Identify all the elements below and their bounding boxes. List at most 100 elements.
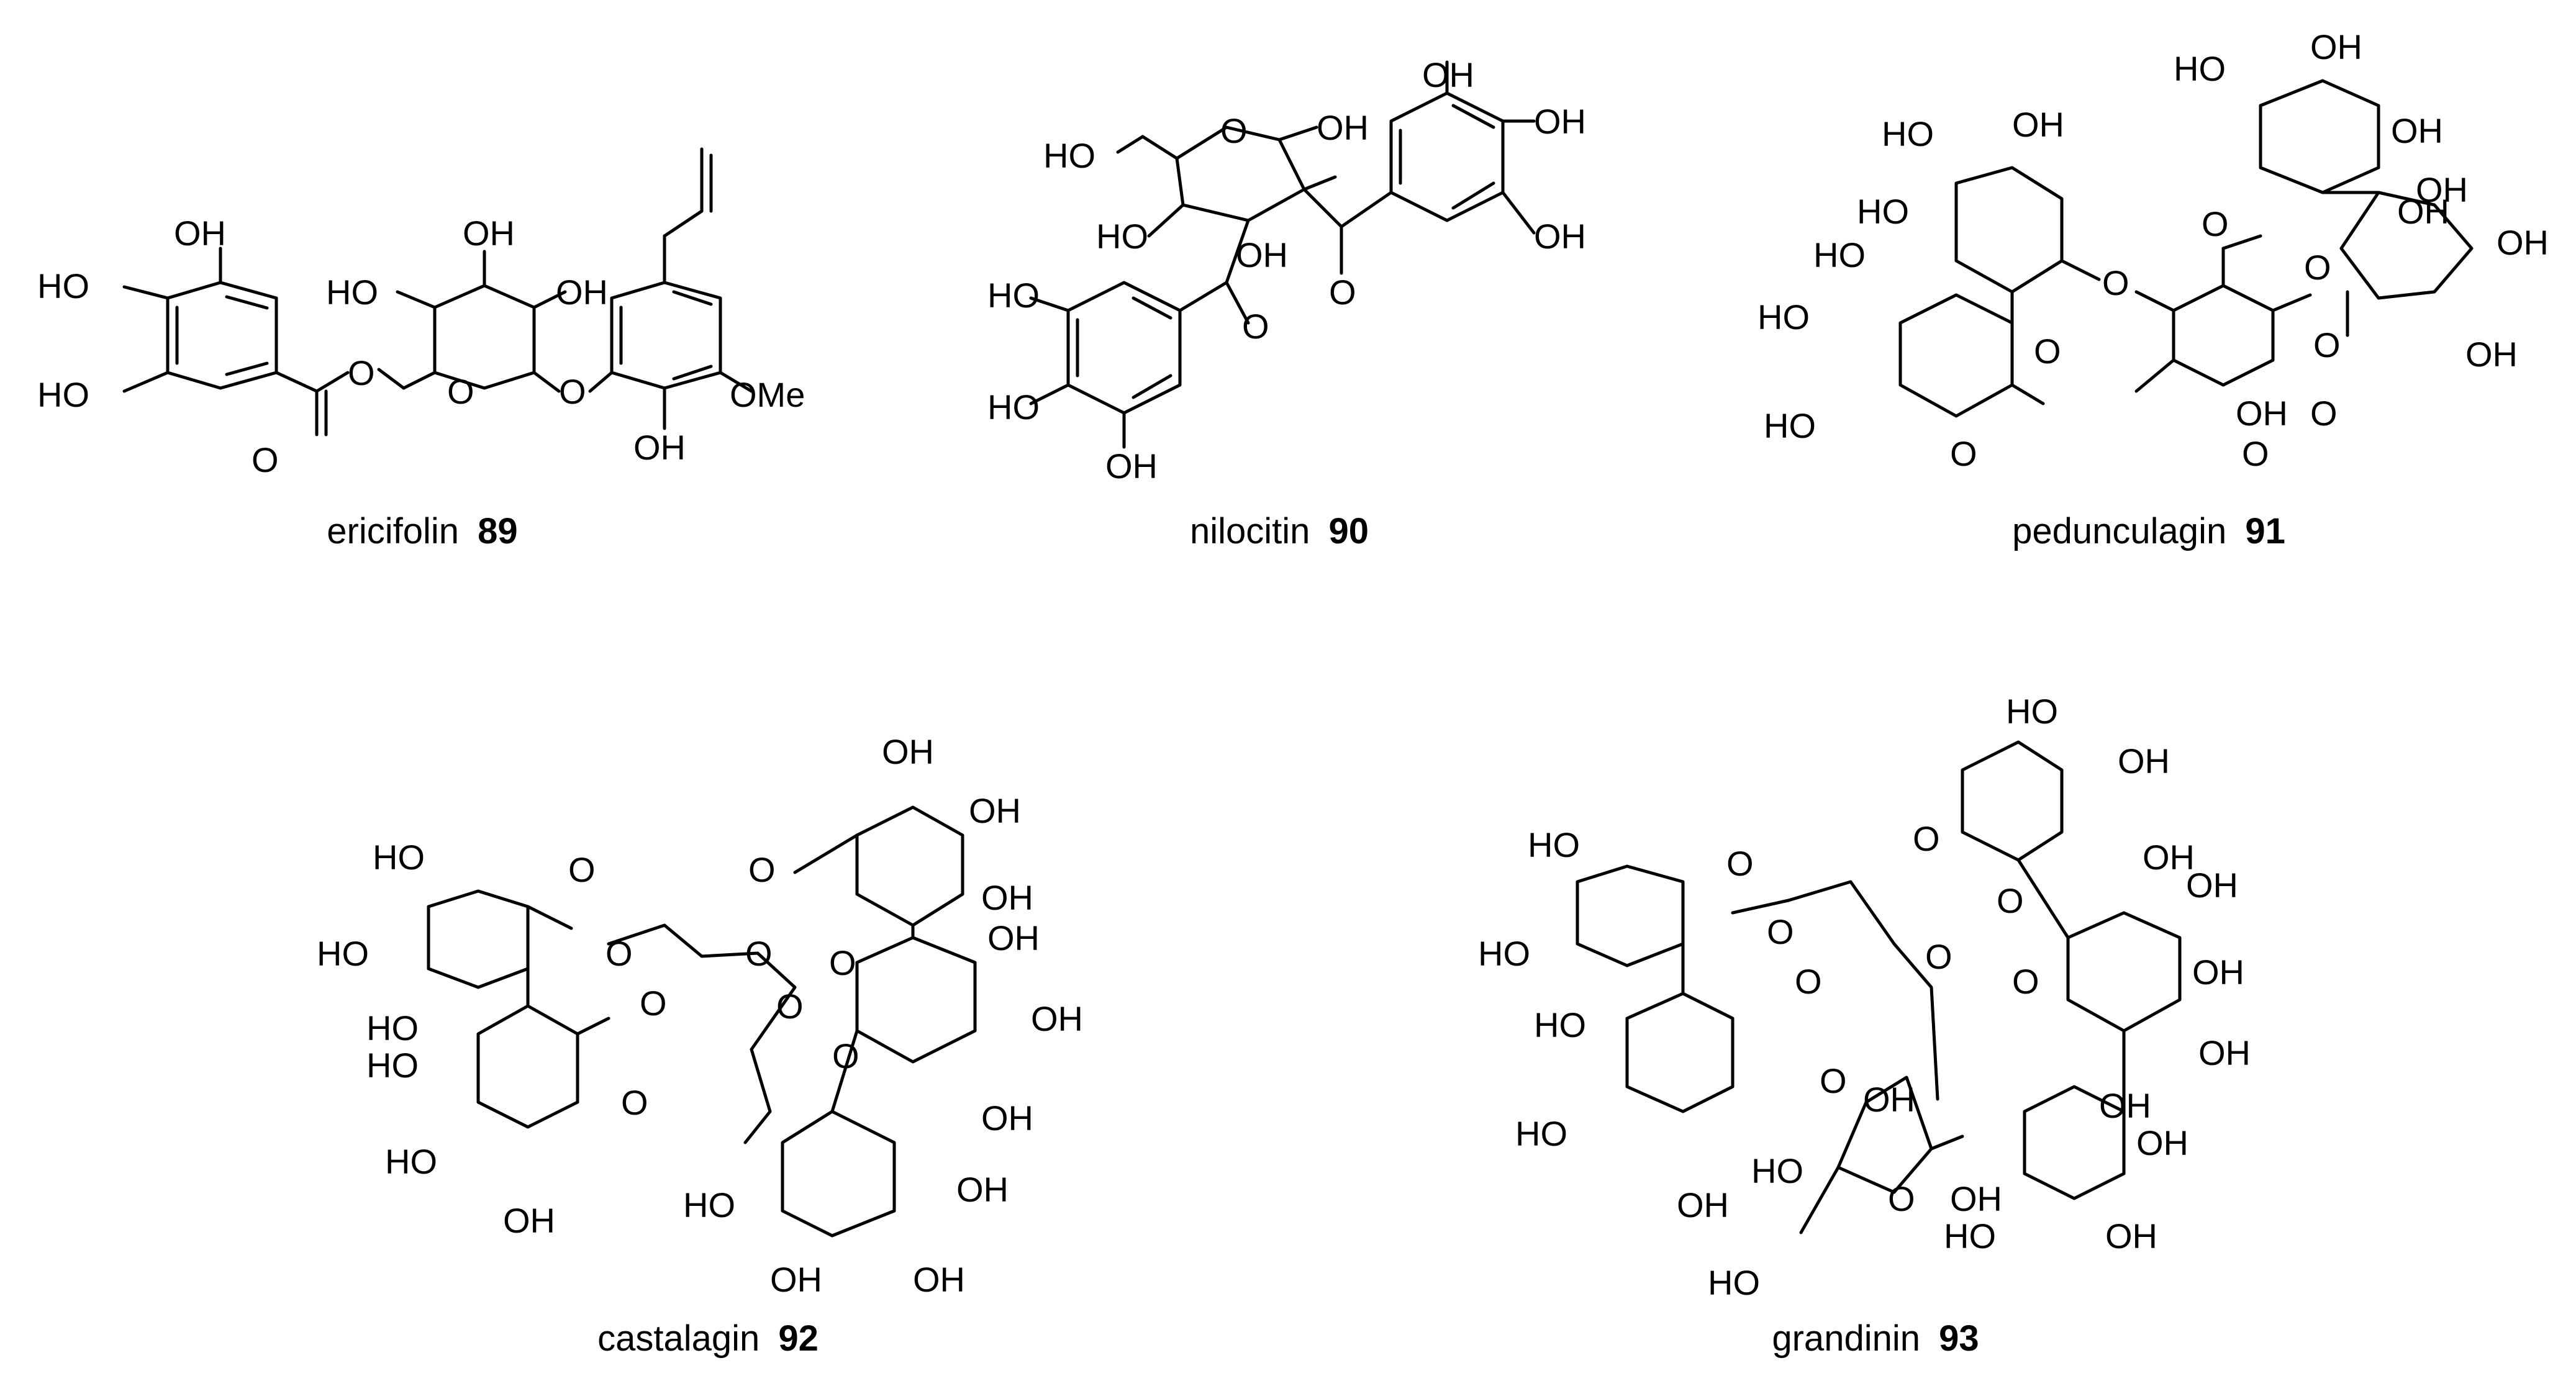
atom-label: HO xyxy=(987,387,1040,427)
atom-label: OH xyxy=(1422,55,1474,94)
atom-label: HO xyxy=(1751,1151,1803,1190)
atom-label: O xyxy=(605,934,633,973)
atom-label: O xyxy=(1329,273,1356,312)
atom-label: HO xyxy=(987,276,1040,315)
atom-label: OH xyxy=(2198,1033,2251,1072)
atom-label: O xyxy=(776,987,804,1026)
compound-number: 89 xyxy=(478,511,518,551)
atom-label: OH xyxy=(2136,1123,2188,1162)
atom-label: HO xyxy=(683,1185,735,1225)
atom-label: OH xyxy=(956,1170,1009,1209)
atom-label: O xyxy=(2102,263,2129,302)
compound-castalagin: OH OH OH HO HO HO OH OH HO OH OH OH OH O… xyxy=(317,732,1083,1359)
atom-label: OH xyxy=(1105,446,1158,486)
atom-label: O xyxy=(829,943,856,982)
compound-ericifolin: OH HO HO OH HO OH OMe OH O O O O ericifo… xyxy=(37,147,805,551)
atom-label: OH xyxy=(2192,953,2244,992)
atom-label: O xyxy=(1220,111,1248,150)
atom-label: O xyxy=(252,440,279,479)
atom-label: OH xyxy=(174,214,226,253)
atom-label: HO xyxy=(1944,1216,1996,1256)
atom-label: O xyxy=(348,353,375,392)
atom-label: O xyxy=(2313,325,2341,364)
atom-label: HO xyxy=(366,1046,419,1085)
atom-label: O xyxy=(1950,434,1977,473)
atom-label: HO xyxy=(1478,934,1530,973)
compound-name: pedunculagin xyxy=(2012,511,2226,551)
compound-caption: castalagin 92 xyxy=(597,1318,819,1359)
atom-label: OH xyxy=(503,1201,555,1240)
atom-label: O xyxy=(748,850,776,889)
atom-label: HO xyxy=(1757,297,1810,337)
compound-grandinin: HO OH OH OH HO HO OH HO OH OH OH HO OH H… xyxy=(1478,692,2251,1359)
compound-number: 92 xyxy=(778,1318,819,1359)
atom-label: OH xyxy=(981,1098,1033,1138)
atom-label: O xyxy=(2034,332,2061,371)
atom-label: HO xyxy=(1764,406,1816,445)
atom-label: HO xyxy=(1534,1005,1586,1044)
atom-label: HO xyxy=(37,375,89,414)
compound-caption: nilocitin 90 xyxy=(1190,511,1369,551)
atom-label: OH xyxy=(981,878,1033,917)
atom-label: OH xyxy=(1236,235,1288,274)
compound-caption: ericifolin 89 xyxy=(327,511,517,551)
atom-label: O xyxy=(1997,881,2024,920)
atom-label: OH xyxy=(2465,335,2518,374)
atom-label: HO xyxy=(2006,692,2058,731)
compound-name: grandinin xyxy=(1772,1318,1920,1359)
atom-label: HO xyxy=(2174,49,2226,88)
atom-label: O xyxy=(1925,937,1952,976)
atom-label: HO xyxy=(1857,192,1909,231)
compound-pedunculagin: HO OH HO OH HO OH OH OH HO OH HO OH HO O… xyxy=(1757,27,2549,551)
compound-caption: pedunculagin 91 xyxy=(2012,511,2285,551)
atom-label: OH xyxy=(556,273,608,312)
atom-label: OH xyxy=(1950,1179,2002,1218)
atom-label: OH xyxy=(2012,105,2064,144)
compound-name: ericifolin xyxy=(327,511,459,551)
atom-label: OH xyxy=(2416,170,2468,209)
atom-label: O xyxy=(1913,819,1940,858)
atom-label: O xyxy=(2304,248,2331,287)
atom-label: HO xyxy=(1882,114,1934,153)
atom-label: OH xyxy=(2186,866,2238,905)
compound-number: 93 xyxy=(1939,1318,1979,1359)
compound-name: castalagin xyxy=(597,1318,760,1359)
atom-label: O xyxy=(447,372,474,411)
atom-label: HO xyxy=(1096,217,1148,256)
atom-label: O xyxy=(2012,962,2039,1001)
atom-label: HO xyxy=(317,934,369,973)
atom-label: OH xyxy=(2143,838,2195,877)
atom-label: O xyxy=(832,1036,859,1075)
structure-ericifolin xyxy=(122,147,753,437)
atom-label: O xyxy=(1242,307,1269,346)
atom-label: HO xyxy=(37,266,89,306)
atom-label: OH xyxy=(463,214,515,253)
atom-label: O xyxy=(1767,912,1794,951)
atom-label: OMe xyxy=(730,375,805,414)
compound-name: nilocitin xyxy=(1190,511,1310,551)
atom-label: HO xyxy=(1528,825,1580,864)
atom-label: OH xyxy=(1031,999,1083,1038)
atom-label: HO xyxy=(1515,1114,1567,1153)
atom-label: OH xyxy=(770,1260,822,1299)
atom-label: OH xyxy=(2118,741,2170,781)
atom-label: HO xyxy=(326,273,378,312)
compound-caption: grandinin 93 xyxy=(1772,1318,1979,1359)
atom-label: HO xyxy=(385,1142,437,1181)
atom-label: O xyxy=(640,984,667,1023)
atom-label: O xyxy=(1795,962,1822,1001)
atom-label: OH xyxy=(969,791,1021,830)
atom-label: OH xyxy=(1534,217,1586,256)
structure-castalagin xyxy=(427,805,977,1238)
atom-label: O xyxy=(1888,1179,1915,1218)
atom-label: OH xyxy=(987,918,1040,958)
structure-grandinin xyxy=(1576,740,2182,1234)
atom-label: OH xyxy=(1534,102,1586,141)
structure-pedunculagin xyxy=(1898,79,2474,418)
atom-label: O xyxy=(568,850,596,889)
atom-label: HO xyxy=(1708,1263,1760,1302)
compound-number: 90 xyxy=(1329,511,1369,551)
atom-label: OH xyxy=(913,1260,965,1299)
atom-label: HO xyxy=(1043,136,1095,175)
